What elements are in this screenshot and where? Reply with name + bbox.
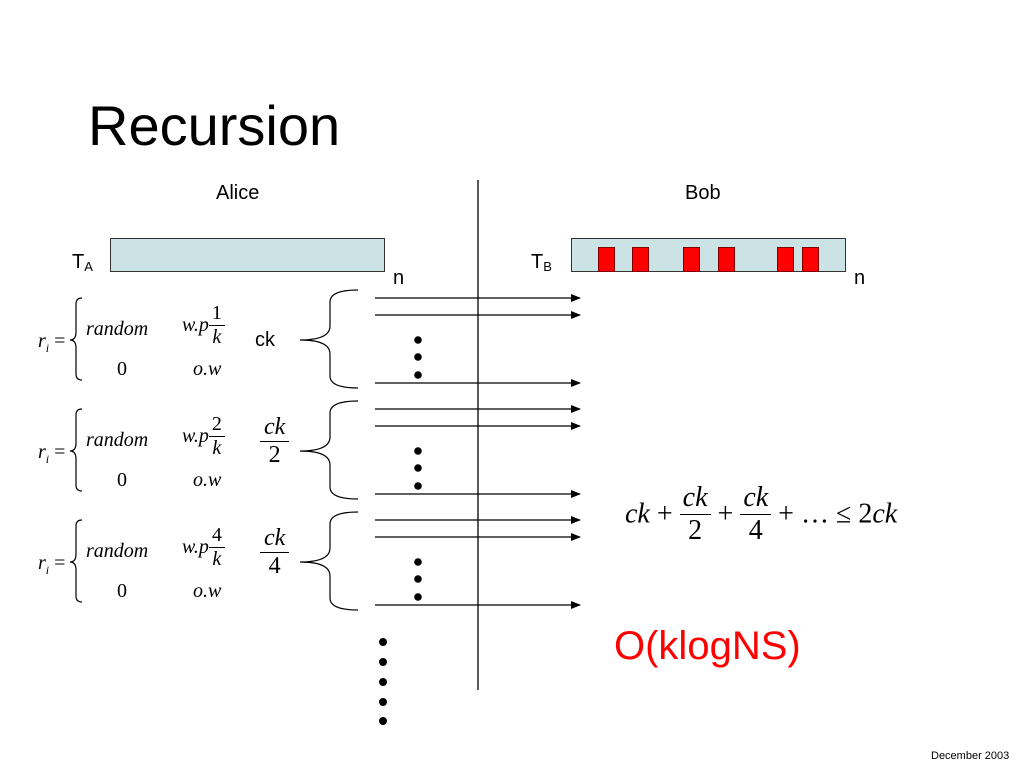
with-probability: w.p (182, 425, 209, 447)
set-b-subscript: B (543, 259, 552, 274)
sum-bound: ck (872, 498, 898, 530)
row3-lhs: ri = (38, 552, 65, 578)
row2-case2-value: 0 (117, 469, 127, 491)
set-b-main: T (531, 251, 544, 273)
bob-set-bar (571, 238, 846, 272)
prob-denominator: k (212, 326, 222, 348)
r-subscript: i (45, 452, 50, 466)
footer-date: December 2003 (931, 750, 1010, 762)
with-probability: w.p (182, 314, 209, 336)
sum-term-2-numerator: ck (679, 482, 711, 515)
bob-label: Bob (685, 182, 721, 204)
difference-marker (632, 247, 649, 272)
ellipsis-dots (414, 336, 422, 601)
alice-set-bar (110, 238, 385, 272)
equals-sign: = (54, 552, 66, 574)
row1-case1-value: random (86, 318, 149, 340)
r-variable: r (38, 552, 46, 574)
difference-marker (802, 247, 819, 272)
r-variable: r (38, 441, 46, 463)
row1-count-label: ck (255, 329, 275, 351)
row1-lhs: ri = (38, 330, 65, 356)
r-subscript: i (45, 563, 50, 577)
row2-otherwise: o.w (193, 469, 222, 491)
row3-otherwise: o.w (193, 580, 222, 602)
continuation-dots (379, 638, 387, 725)
set-b-label: TB (531, 252, 552, 273)
sum-term-2-denominator: 2 (688, 515, 703, 546)
row2-case1-value: random (86, 429, 149, 451)
count-numerator: ck (260, 414, 290, 442)
set-a-label: TA (72, 252, 93, 273)
set-a-main: T (72, 251, 85, 273)
plus-sign: + (656, 498, 673, 530)
count-numerator: ck (260, 525, 290, 553)
count-denominator: 2 (268, 442, 281, 468)
complexity-result: O(klogNS) (614, 624, 801, 668)
difference-marker (718, 247, 735, 272)
prob-numerator: 4 (208, 524, 225, 548)
sum-term-3-numerator: ck (740, 482, 772, 515)
r-subscript: i (45, 341, 50, 355)
set-a-subscript: A (84, 259, 93, 274)
case-braces (69, 297, 83, 603)
difference-marker (777, 247, 794, 272)
row2-lhs: ri = (38, 441, 65, 467)
sum-term-1: ck (625, 498, 650, 530)
with-probability: w.p (182, 536, 209, 558)
group-braces (299, 289, 359, 611)
difference-marker (598, 247, 615, 272)
slide-title: Recursion (88, 94, 341, 157)
prob-denominator: k (212, 548, 222, 570)
difference-marker (683, 247, 700, 272)
set-a-size-label: n (393, 267, 405, 289)
equals-sign: = (54, 330, 66, 352)
count-denominator: 4 (268, 553, 281, 579)
row3-case1-value: random (86, 540, 149, 562)
sum-term-3-denominator: 4 (748, 515, 763, 546)
row3-case2-value: 0 (117, 580, 127, 602)
prob-numerator: 1 (208, 302, 225, 326)
sum-tail: + … ≤ 2 (778, 498, 873, 530)
r-variable: r (38, 330, 46, 352)
prob-numerator: 2 (208, 413, 225, 437)
prob-denominator: k (212, 437, 222, 459)
set-b-size-label: n (854, 267, 866, 289)
equals-sign: = (54, 441, 66, 463)
alice-label: Alice (216, 182, 260, 204)
row1-otherwise: o.w (193, 358, 222, 380)
plus-sign: + (717, 498, 734, 530)
row1-case2-value: 0 (117, 358, 127, 380)
